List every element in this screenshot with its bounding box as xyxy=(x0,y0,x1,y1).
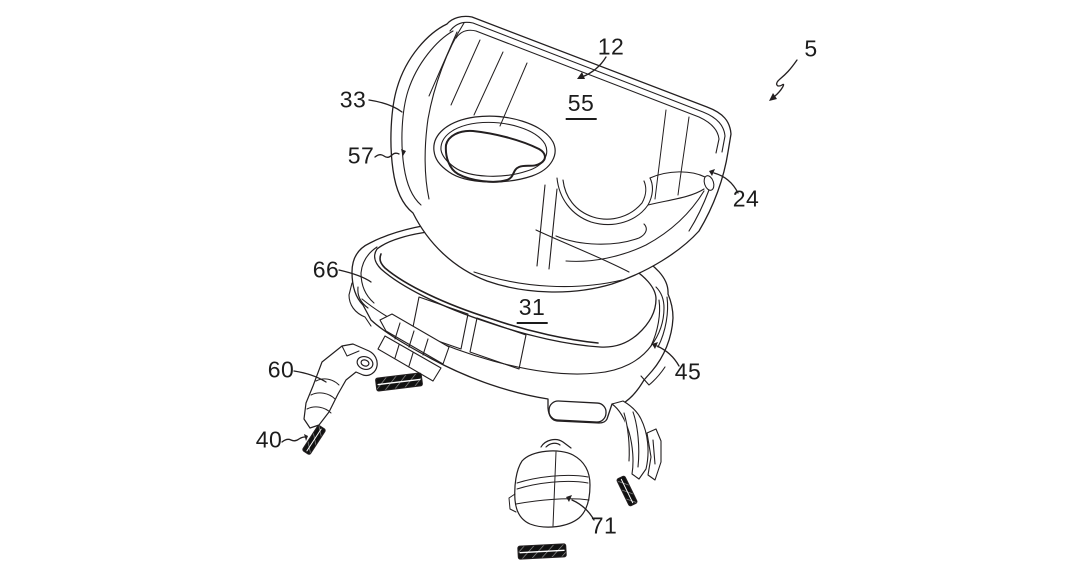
tray-interior-lines xyxy=(428,31,690,200)
ref-label-60: 60 xyxy=(267,356,295,383)
leader-lines xyxy=(281,56,798,521)
arrowhead-71 xyxy=(566,495,572,502)
arrowhead-12 xyxy=(577,72,585,79)
cup-recess-small xyxy=(556,177,653,226)
bracket-60-detail xyxy=(306,345,360,414)
cup-bracket-71 xyxy=(508,438,591,528)
leader-60 xyxy=(293,370,327,383)
leader-5 xyxy=(774,59,798,97)
housing-left-leg-clips xyxy=(377,313,450,382)
leader-40 xyxy=(281,436,306,443)
housing-right-leg-clips xyxy=(611,400,662,481)
leader-12 xyxy=(581,56,607,78)
leader-33 xyxy=(368,99,403,113)
leader-66 xyxy=(338,269,372,283)
bracket-71-detail xyxy=(508,451,590,527)
tray-rim-lines xyxy=(449,21,726,154)
bracket-71-outline xyxy=(514,450,591,528)
ref-label-66: 66 xyxy=(312,256,340,283)
ref-label-24: 24 xyxy=(732,185,760,212)
arrowhead-40 xyxy=(304,434,308,441)
upper-tray-part xyxy=(390,15,732,293)
ref-label-57: 57 xyxy=(347,142,375,169)
ref-label-12: 12 xyxy=(597,33,625,60)
ref-label-5: 5 xyxy=(804,35,818,62)
ref-label-31: 31 xyxy=(516,296,548,324)
ref-label-45: 45 xyxy=(674,358,702,385)
leader-71 xyxy=(571,499,595,521)
upper-tray-outline xyxy=(390,15,732,293)
ref-label-55: 55 xyxy=(565,92,597,120)
ref-label-40: 40 xyxy=(255,426,283,453)
leader-45 xyxy=(656,345,680,367)
fastener-bar xyxy=(517,543,567,560)
arrowhead-24 xyxy=(709,169,715,176)
ref-label-33: 33 xyxy=(339,86,367,113)
fastener-bars xyxy=(302,372,638,560)
housing-bottom-tab xyxy=(548,400,607,423)
arrowhead-45 xyxy=(652,342,658,349)
clip-bracket-60 xyxy=(303,343,378,429)
cup-recess-large xyxy=(433,115,556,183)
leader-57 xyxy=(374,152,400,158)
arrowhead-57 xyxy=(401,149,406,156)
leader-24 xyxy=(713,172,739,194)
fastener-bar xyxy=(302,425,326,455)
fastener-bar xyxy=(616,475,638,507)
tray-front-details xyxy=(473,171,715,288)
ref-label-71: 71 xyxy=(590,512,618,539)
fastener-bar xyxy=(375,372,423,392)
arrowhead-5 xyxy=(769,93,777,101)
